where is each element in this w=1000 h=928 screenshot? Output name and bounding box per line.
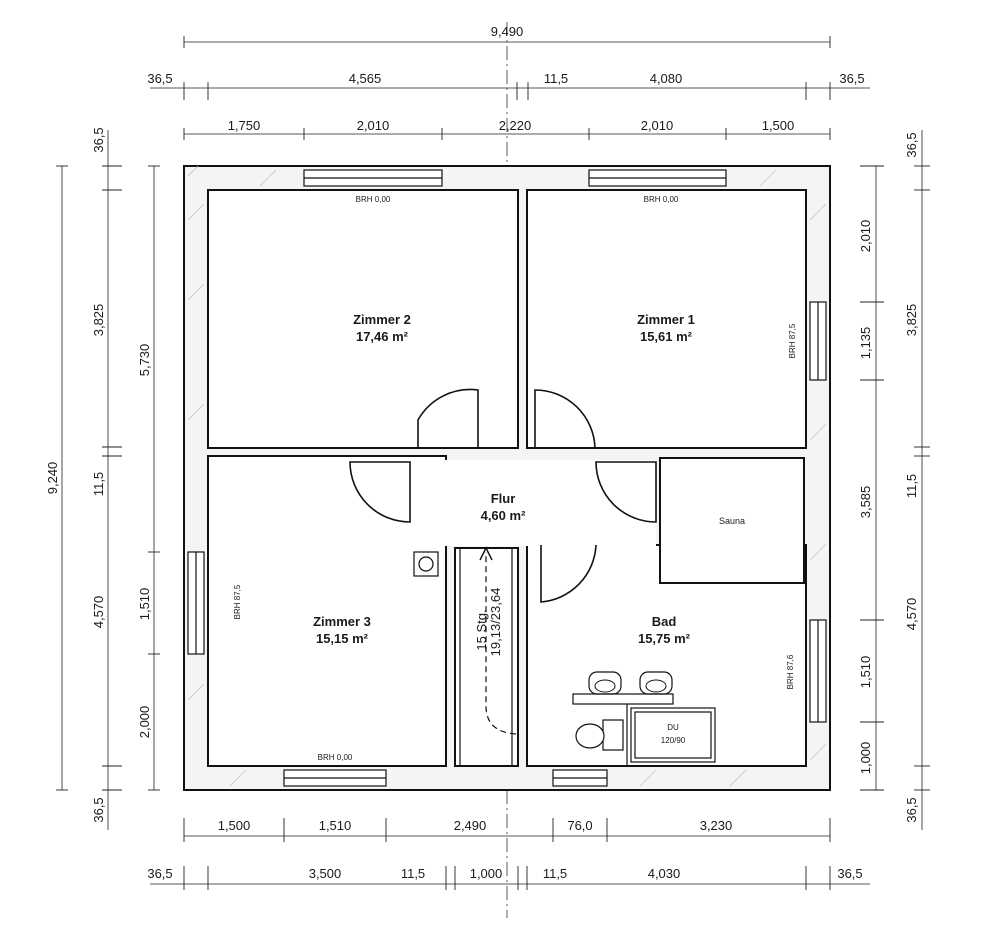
dim-bottom2-c: 11,5 [401, 866, 425, 881]
dim-bottom1-c: 2,490 [454, 818, 487, 833]
dim-top2-d: 4,080 [650, 71, 683, 86]
dim-left-overall: 9,240 [45, 462, 60, 495]
dim-top3-e: 1,500 [762, 118, 795, 133]
brh-zimmer2-top: BRH 0,00 [356, 195, 391, 204]
door-zimmer1 [534, 389, 596, 449]
dim-right1-d: 1,510 [858, 656, 873, 689]
window-zimmer2-top [303, 169, 443, 187]
dim-bottom2-f: 4,030 [648, 866, 681, 881]
dim-bottom1-a: 1,500 [218, 818, 251, 833]
room-zimmer3-name: Zimmer 3 [313, 614, 371, 629]
window-bad-bottom [552, 769, 608, 787]
left-dimension-lines [56, 130, 160, 830]
wall-hatching [187, 165, 827, 787]
room-zimmer3-area-text: 15,15 m² [316, 631, 369, 646]
door-sauna [595, 461, 657, 523]
dim-top2-b: 4,565 [349, 71, 382, 86]
dim-bottom2-g: 36,5 [837, 866, 862, 881]
stair-dims-text: 19,13/23,64 [488, 588, 503, 657]
stair-arrow [459, 546, 517, 766]
room-bad-name: Bad [652, 614, 677, 629]
brh-bad-side: BRH 87,6 [786, 654, 795, 689]
door-zimmer3 [349, 461, 411, 523]
door-bad [540, 544, 597, 603]
brh-zimmer1-side: BRH 87,5 [788, 323, 797, 358]
room-zimmer2-name: Zimmer 2 [353, 312, 411, 327]
window-zimmer3-bottom [283, 769, 387, 787]
dim-bottom1-d: 76,0 [567, 818, 592, 833]
dim-left2-b: 3,825 [91, 304, 106, 337]
room-zimmer1-area [526, 189, 807, 449]
dim-bottom2-d: 1,000 [470, 866, 503, 881]
dim-left2-d: 4,570 [91, 596, 106, 629]
dim-bottom1-b: 1,510 [319, 818, 352, 833]
dim-right2-d: 4,570 [904, 598, 919, 631]
dim-right1-a: 2,010 [858, 220, 873, 253]
brh-zimmer3-bottom: BRH 0,00 [318, 753, 353, 762]
dim-right2-c: 11,5 [904, 474, 919, 498]
stair-count-text: 15 Stg. [474, 609, 489, 650]
room-zimmer2-area [207, 189, 519, 449]
room-zimmer2-area-text: 17,46 m² [356, 329, 409, 344]
dim-right1-c: 3,585 [858, 486, 873, 519]
shower-size: 120/90 [661, 736, 686, 745]
dim-top2-a: 36,5 [147, 71, 172, 86]
dim-top2-c: 11,5 [544, 71, 568, 86]
dim-top3-c: 2,220 [499, 118, 532, 133]
dim-top3-a: 1,750 [228, 118, 261, 133]
door-zimmer2 [417, 388, 479, 448]
dim-left3-a: 5,730 [137, 344, 152, 377]
shower-label: DU [667, 723, 679, 732]
dim-bottom2-a: 36,5 [147, 866, 172, 881]
dim-right2-a: 36,5 [904, 132, 919, 157]
bathroom-fixtures [572, 671, 716, 766]
room-flur-area-text: 4,60 m² [481, 508, 526, 523]
dim-left3-b: 1,510 [137, 588, 152, 621]
room-bad-area-text: 15,75 m² [638, 631, 691, 646]
room-zimmer1-name: Zimmer 1 [637, 312, 695, 327]
dim-bottom2-e: 11,5 [543, 866, 567, 881]
window-zimmer1-top [588, 169, 727, 187]
shaft [413, 551, 439, 577]
dim-bottom2-b: 3,500 [309, 866, 342, 881]
right-dimension-lines [860, 130, 930, 830]
room-sauna-name: Sauna [719, 516, 745, 526]
dim-right2-e: 36,5 [904, 797, 919, 822]
room-flur-area [410, 460, 656, 546]
dim-right1-b: 1,135 [858, 327, 873, 360]
room-zimmer3-area [207, 455, 447, 767]
dim-bottom1-e: 3,230 [700, 818, 733, 833]
brh-zimmer3-side: BRH 87,5 [233, 584, 242, 619]
dim-top3-d: 2,010 [641, 118, 674, 133]
room-sauna-area [659, 457, 805, 584]
dim-left3-c: 2,000 [137, 706, 152, 739]
room-flur-name: Flur [491, 491, 516, 506]
dim-top2-e: 36,5 [839, 71, 864, 86]
dim-right2-b: 3,825 [904, 304, 919, 337]
window-zimmer3-side [187, 551, 205, 655]
window-zimmer1-side [809, 301, 827, 381]
dim-left2-a: 36,5 [91, 127, 106, 152]
window-bad-side [809, 619, 827, 723]
dim-left2-c: 11,5 [91, 472, 106, 496]
room-zimmer1-area-text: 15,61 m² [640, 329, 693, 344]
dim-left2-e: 36,5 [91, 797, 106, 822]
dim-top3-b: 2,010 [357, 118, 390, 133]
bottom-dimension-lines [150, 818, 870, 890]
dim-right1-e: 1,000 [858, 742, 873, 775]
brh-zimmer1-top: BRH 0,00 [644, 195, 679, 204]
